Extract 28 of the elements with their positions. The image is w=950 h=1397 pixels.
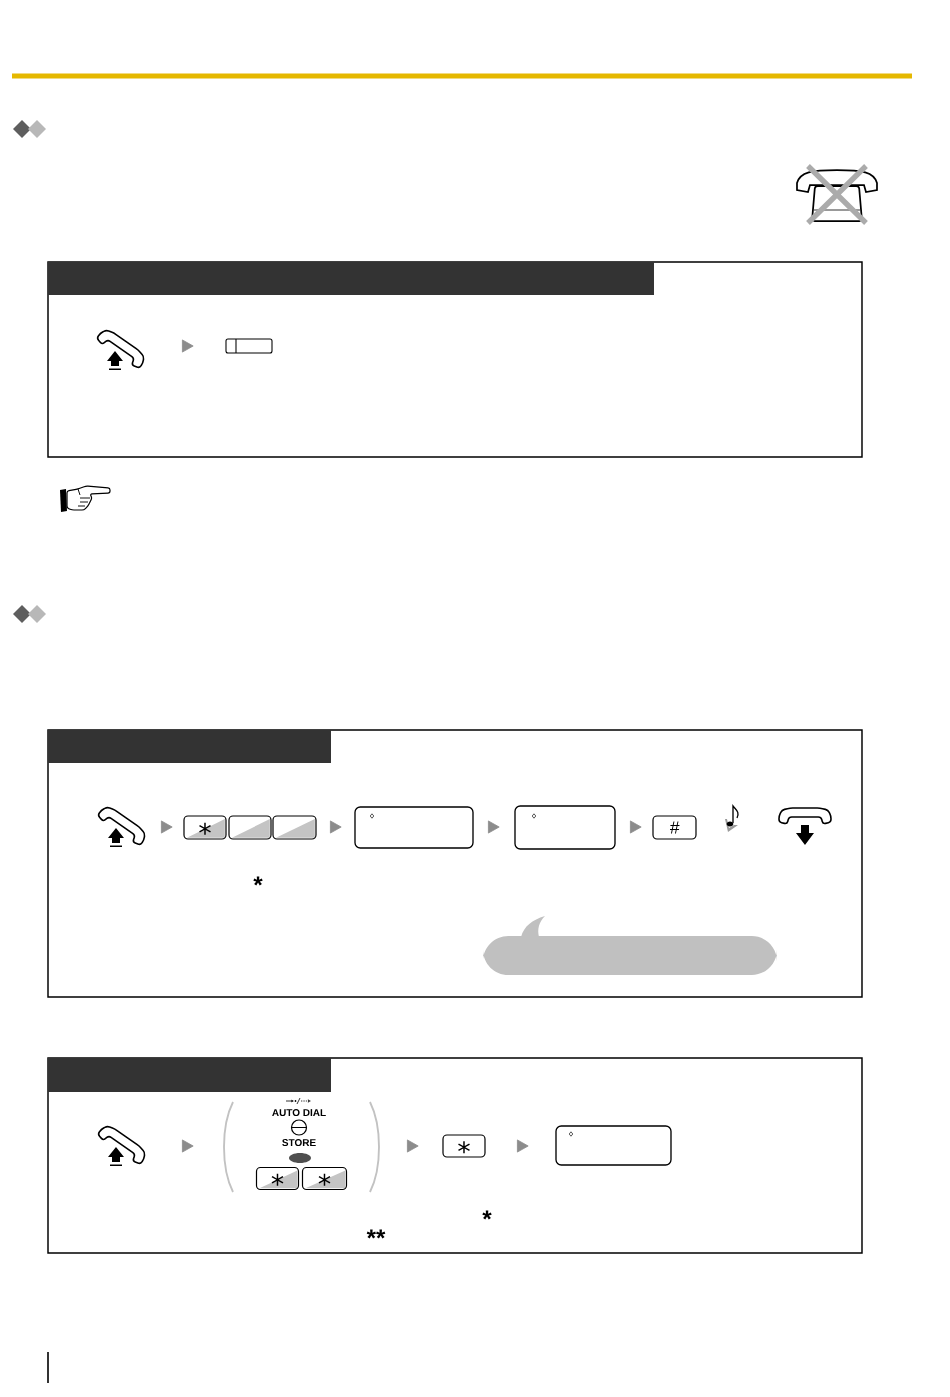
dial-key: * xyxy=(301,1166,348,1191)
display-box xyxy=(354,806,474,849)
asterisk-label: ** xyxy=(366,1229,386,1239)
arrow xyxy=(160,820,173,834)
handset-icon xyxy=(96,329,145,370)
dial-key xyxy=(272,815,317,840)
asterisk-label: * xyxy=(482,1210,492,1220)
handset-icon xyxy=(778,807,832,845)
key-label: AUTO DIAL xyxy=(272,1109,326,1117)
arrow xyxy=(181,339,194,353)
handset-icon xyxy=(97,1125,146,1166)
dial-key: * xyxy=(442,1134,486,1158)
arrow xyxy=(516,1139,529,1153)
line-key xyxy=(225,338,273,354)
dial-key: * xyxy=(255,1166,300,1191)
dial-key: # xyxy=(652,815,697,840)
arrow xyxy=(181,1139,194,1153)
display-box xyxy=(555,1125,672,1166)
key-label: STORE xyxy=(282,1139,316,1147)
dial-key: * xyxy=(183,815,227,840)
asterisk-label: * xyxy=(253,876,263,886)
display-box xyxy=(514,805,616,850)
arrow xyxy=(487,820,500,834)
arrow xyxy=(329,820,342,834)
handset-icon xyxy=(97,806,146,847)
dial-key xyxy=(228,815,272,840)
arrow xyxy=(406,1139,419,1153)
arrow xyxy=(629,820,642,834)
